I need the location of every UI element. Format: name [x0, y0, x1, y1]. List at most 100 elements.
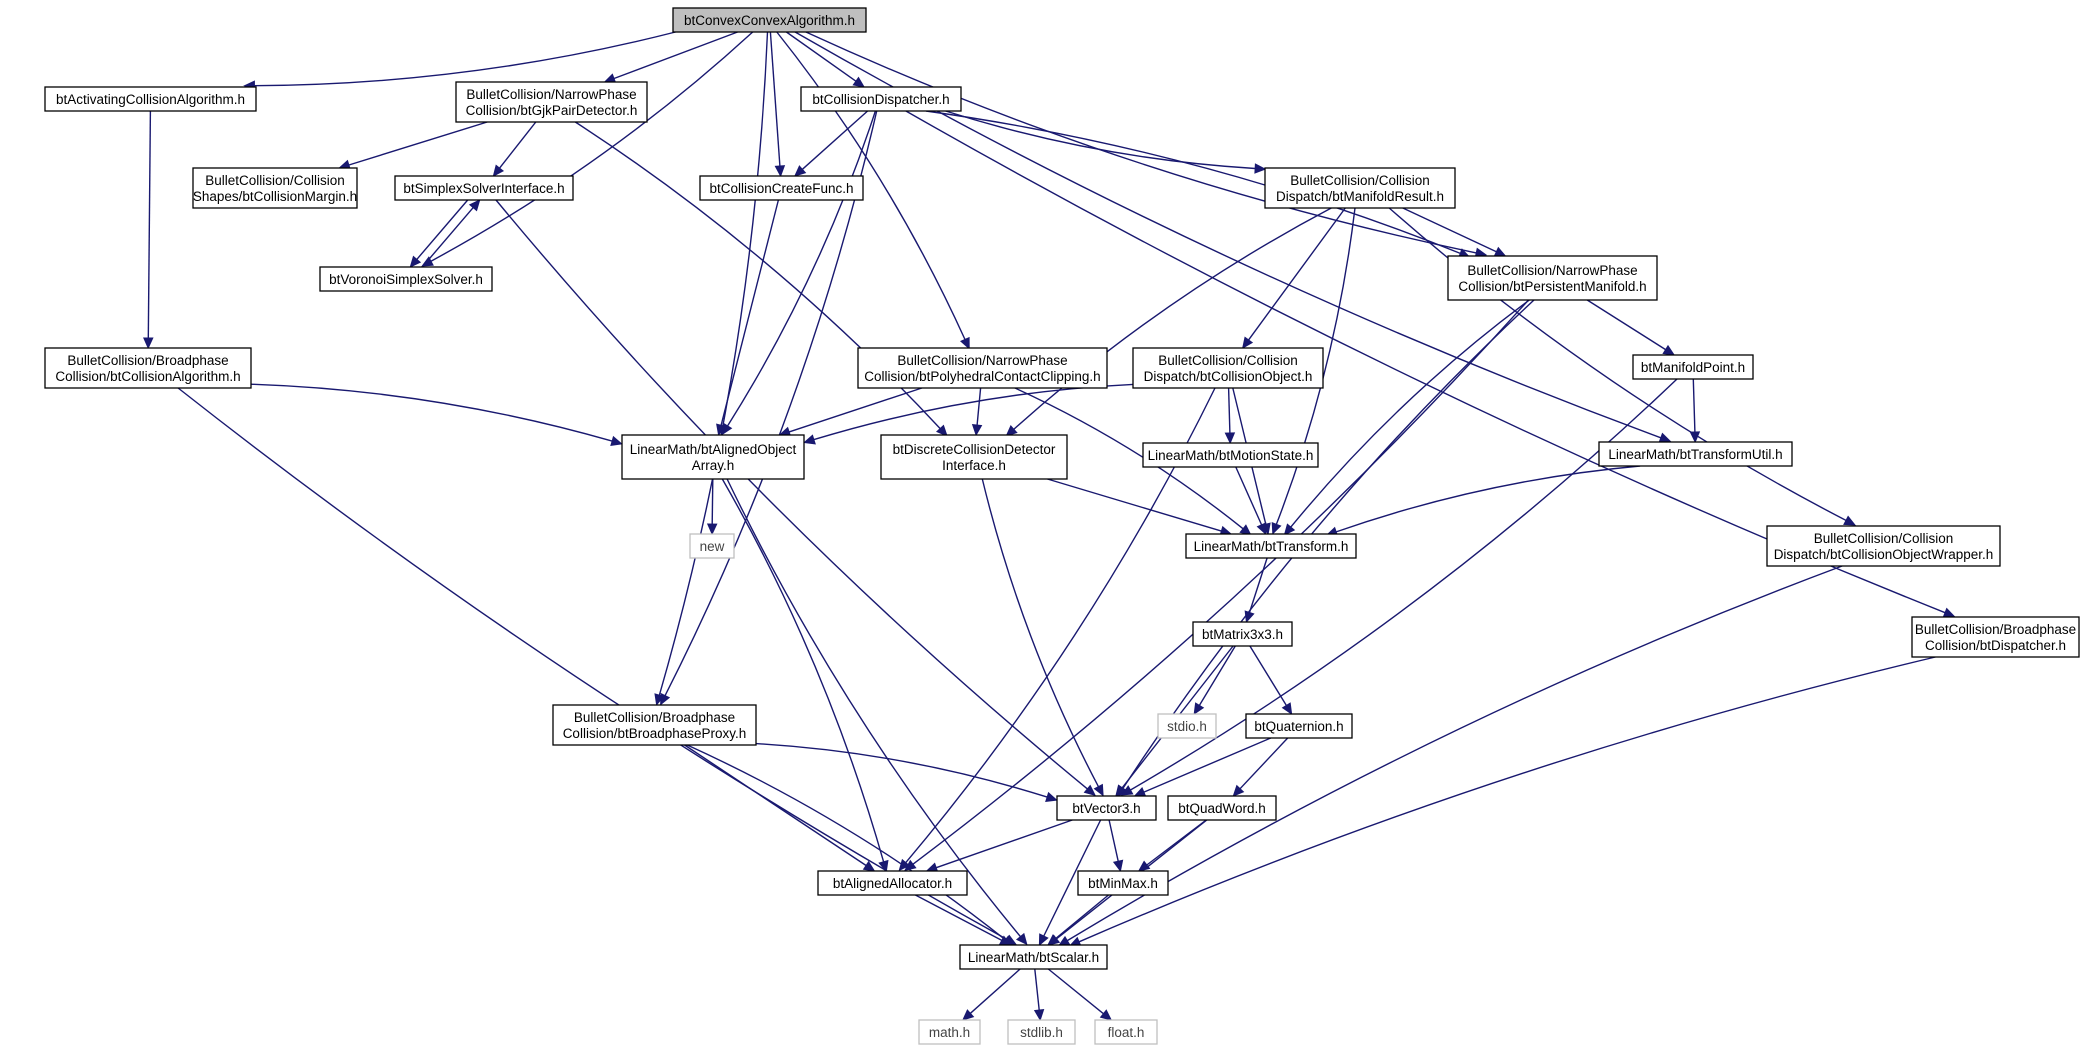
node-label: LinearMath/btScalar.h: [968, 950, 1099, 965]
arrowhead-icon: [1224, 432, 1236, 445]
arrowhead-icon: [706, 523, 718, 536]
arrowhead-icon: [1281, 702, 1293, 716]
edge-manifoldresult-to-collobject: [1241, 207, 1346, 349]
node-manifoldresult[interactable]: BulletCollision/CollisionDispatch/btMani…: [1264, 167, 1456, 209]
node-box: [621, 434, 805, 480]
node-scalar[interactable]: LinearMath/btScalar.h: [959, 944, 1108, 970]
edge-line: [813, 383, 1134, 441]
node-gjkpair[interactable]: BulletCollision/NarrowPhaseCollision/btG…: [455, 81, 648, 123]
arrowhead-icon: [935, 424, 948, 437]
node-vector3[interactable]: btVector3.h: [1056, 795, 1157, 821]
node-root: btConvexConvexAlgorithm.h: [672, 7, 867, 33]
arrowhead-icon: [1256, 522, 1267, 536]
edge-line: [769, 31, 781, 167]
node-label: new: [700, 539, 725, 554]
edge-dispatcher-to-createfunc: [793, 110, 869, 177]
node-box: [1077, 870, 1169, 896]
node-transformutil[interactable]: LinearMath/btTransformUtil.h: [1598, 441, 1793, 467]
arrowhead-icon: [1662, 344, 1676, 356]
node-label: math.h: [929, 1025, 970, 1040]
node-transform[interactable]: LinearMath/btTransform.h: [1185, 533, 1357, 559]
node-btdispatcher[interactable]: BulletCollision/BroadphaseCollision/btDi…: [1911, 616, 2080, 658]
arrowhead-icon: [1015, 932, 1028, 946]
arrowhead-icon: [961, 1009, 975, 1021]
edge-line: [1335, 465, 1641, 533]
node-box: [1094, 1019, 1158, 1045]
node-persistent[interactable]: BulletCollision/NarrowPhaseCollision/btP…: [1447, 255, 1658, 301]
edge-polyclip-to-alignedarray: [778, 387, 923, 437]
node-label: BulletCollision/Broadphase: [67, 353, 228, 368]
arrowhead-icon: [898, 858, 911, 872]
node-collalgo[interactable]: BulletCollision/BroadphaseCollision/btCo…: [44, 347, 252, 389]
edge-line: [1586, 299, 1666, 351]
node-label: btActivatingCollisionAlgorithm.h: [56, 92, 245, 107]
edge-matrix-to-quaternion: [1249, 645, 1293, 716]
arrowhead-icon: [1193, 702, 1205, 716]
arrowhead-icon: [862, 860, 876, 872]
node-simplexiface[interactable]: btSimplexSolverInterface.h: [394, 175, 574, 201]
node-label: Dispatch/btCollisionObject.h: [1144, 369, 1313, 384]
node-minmax[interactable]: btMinMax.h: [1077, 870, 1169, 896]
node-label: btMatrix3x3.h: [1202, 627, 1283, 642]
node-label: btVector3.h: [1072, 801, 1140, 816]
node-manifoldpoint[interactable]: btManifoldPoint.h: [1632, 354, 1754, 380]
edge-line: [177, 387, 1008, 941]
arrowhead-icon: [1099, 1009, 1113, 1021]
edge-line: [721, 478, 885, 862]
edge-line: [1275, 207, 1356, 525]
arrowhead-icon: [878, 859, 889, 873]
node-objwrapper[interactable]: BulletCollision/CollisionDispatch/btColl…: [1766, 525, 2001, 567]
node-label: Dispatch/btManifoldResult.h: [1276, 189, 1444, 204]
edge-line: [416, 199, 469, 260]
node-collobject[interactable]: BulletCollision/CollisionDispatch/btColl…: [1132, 347, 1324, 389]
edge-line: [1248, 557, 1268, 613]
node-quadword[interactable]: btQuadWord.h: [1167, 795, 1277, 821]
node-dispatcher[interactable]: btCollisionDispatcher.h: [800, 86, 962, 112]
arrowhead-icon: [1493, 246, 1507, 257]
node-box: [1167, 795, 1277, 821]
node-quaternion[interactable]: btQuaternion.h: [1245, 713, 1353, 739]
node-voronoi[interactable]: btVoronoiSimplexSolver.h: [319, 266, 493, 292]
edge-root-to-createfunc: [769, 31, 786, 178]
edge-line: [726, 478, 1021, 938]
edge-line: [1249, 645, 1287, 706]
node-label: Collision/btPersistentManifold.h: [1458, 279, 1646, 294]
node-box: [319, 266, 493, 292]
edge-vector3-to-allocator: [925, 819, 1073, 873]
node-label: BulletCollision/NarrowPhase: [1467, 263, 1637, 278]
node-box: [1245, 713, 1353, 739]
node-motionstate[interactable]: LinearMath/btMotionState.h: [1142, 442, 1319, 468]
edge-line: [727, 110, 877, 427]
arrowhead-icon: [492, 164, 505, 177]
node-label: btSimplexSolverInterface.h: [403, 181, 564, 196]
edge-line: [1055, 894, 1109, 940]
node-matrix[interactable]: btMatrix3x3.h: [1192, 621, 1293, 647]
edge-line: [776, 31, 966, 340]
node-label: Collision/btCollisionAlgorithm.h: [55, 369, 240, 384]
node-box: [44, 86, 257, 112]
edge-line: [1013, 207, 1332, 430]
node-label: Collision/btBroadphaseProxy.h: [563, 726, 747, 741]
node-activating[interactable]: btActivatingCollisionAlgorithm.h: [44, 86, 257, 112]
node-margin[interactable]: BulletCollision/CollisionShapes/btCollis…: [192, 167, 358, 209]
edge-objwrapper-to-scalar: [1057, 565, 1843, 947]
node-box: [192, 167, 358, 209]
edge-line: [254, 31, 676, 87]
edge-line: [805, 31, 1477, 254]
node-label: BulletCollision/Collision: [1158, 353, 1298, 368]
node-polyclip[interactable]: BulletCollision/NarrowPhaseCollision/btP…: [857, 347, 1108, 389]
edge-alignedarray-to-new: [706, 478, 718, 536]
arrowhead-icon: [1112, 859, 1124, 873]
node-label: stdlib.h: [1020, 1025, 1063, 1040]
nodes-layer: btConvexConvexAlgorithm.h btActivatingCol…: [44, 7, 2080, 1045]
node-createfunc[interactable]: btCollisionCreateFunc.h: [699, 175, 864, 201]
node-allocator[interactable]: btAlignedAllocator.h: [817, 870, 968, 896]
edge-line: [976, 387, 982, 426]
edge-scalar-to-float: [1047, 968, 1113, 1021]
arrowhead-icon: [793, 165, 807, 177]
node-label: btDiscreteCollisionDetector: [893, 442, 1056, 457]
node-proxy[interactable]: BulletCollision/BroadphaseCollision/btBr…: [552, 704, 757, 746]
edge-line: [915, 894, 1003, 942]
